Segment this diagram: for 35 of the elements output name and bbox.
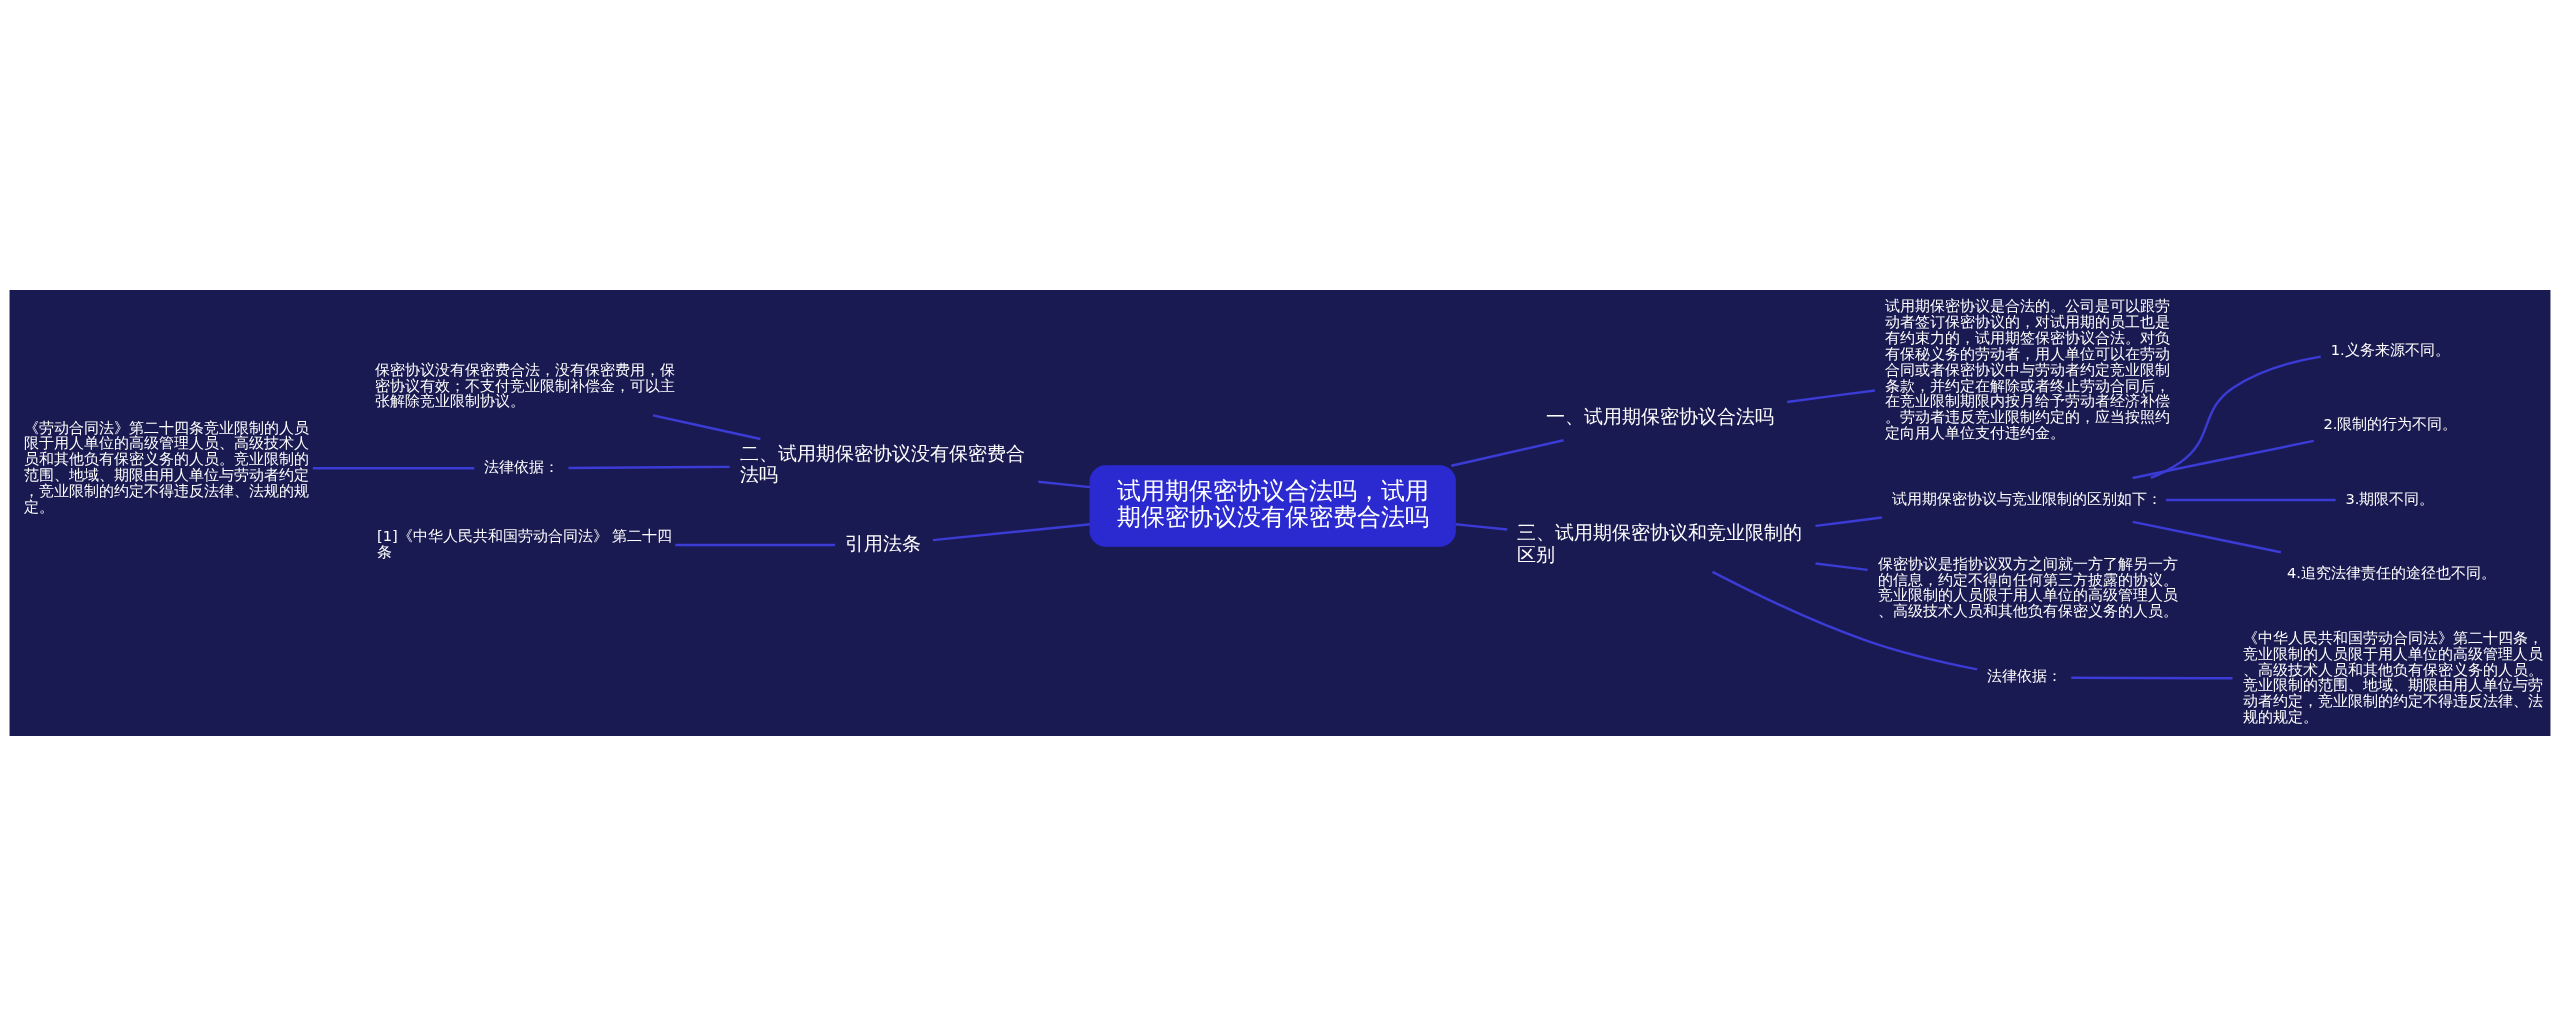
connector	[1815, 515, 1883, 527]
connector	[675, 543, 835, 546]
connector	[932, 522, 1090, 541]
connector	[1455, 522, 1508, 531]
connector	[568, 465, 730, 469]
node-text: 法律依据：	[484, 457, 560, 475]
node-text: 保密协议没有保密费合法，没有保密费用，保密协议有效；不支付竞业限制补偿金，可以主张解除竞业限制协议。	[374, 360, 675, 409]
connector	[1451, 438, 1564, 467]
connector	[2132, 439, 2314, 479]
connector	[2150, 354, 2321, 479]
node-text: 2.限制的行为不同。	[2323, 414, 2458, 432]
node-text: 二、试用期保密协议没有保密费合法吗	[739, 441, 1025, 486]
connector	[1815, 561, 1868, 571]
connector	[312, 466, 475, 469]
connector	[652, 413, 761, 440]
connector	[1711, 570, 1978, 671]
node-text: 试用期保密协议与竞业限制的区别如下：	[1892, 489, 2163, 507]
connector	[2132, 520, 2282, 553]
node-text: 法律依据：	[1987, 666, 2063, 684]
node-box: 试用期保密协议合法吗，试用期保密协议没有保密费合法吗	[1089, 464, 1456, 547]
node-text: 《中华人民共和国劳动合同法》第二十四条，竞业限制的人员限于用人单位的高级管理人员、高级技术人员和其他负有保密义务的人员。竞业限制的范围、地域、期限由用人单位与劳动者约定，竞业限制的约定不得违反法律、法规的规定。	[2242, 628, 2543, 725]
connector	[2166, 498, 2336, 501]
node-text: 《劳动合同法》第二十四条竞业限制的人员限于用人单位的高级管理人员、高级技术人员和其他负有保密义务的人员。竞业限制的范围、地域、期限由用人单位与劳动者约定，竞业限制的约定不得违反法律、法规的规定。	[24, 418, 310, 515]
connector	[2071, 676, 2233, 679]
node-text: 3.期限不同。	[2345, 489, 2435, 507]
node-text: 1.义务来源不同。	[2330, 340, 2450, 358]
connector	[1038, 480, 1091, 488]
connector	[1787, 388, 1876, 403]
node-text: 试用期保密协议是合法的。公司是可以跟劳动者签订保密协议的，对试用期的员工也是有约束力的，试用期签保密协议合法。对负有保秘义务的劳动者，用人单位可以在劳动合同或者保密协议中与劳动者约定竞业限制条款，并约定在解除或者终止劳动合同后，在竞业限制期限内按月给予劳动者经济补偿。劳动者违反竞业限制约定的，应当按照约定向用人单位支付违约金。	[1884, 296, 2170, 441]
node-text: [1]《中华人民共和国劳动合同法》 第二十四条	[377, 526, 673, 560]
node-text: 一、试用期保密协议合法吗	[1545, 404, 1774, 428]
node-text: 引用法条	[844, 531, 921, 555]
node-text: 4.追究法律责任的途径也不同。	[2287, 563, 2496, 581]
node-text: 保密协议是指协议双方之间就一方了解另一方的信息，约定不得向任何第三方披露的协议。竞业限制的人员限于用人单位的高级管理人员、高级技术人员和其他负有保密义务的人员。	[1877, 554, 2178, 619]
node-text: 三、试用期保密协议和竞业限制的区别	[1517, 520, 1803, 566]
